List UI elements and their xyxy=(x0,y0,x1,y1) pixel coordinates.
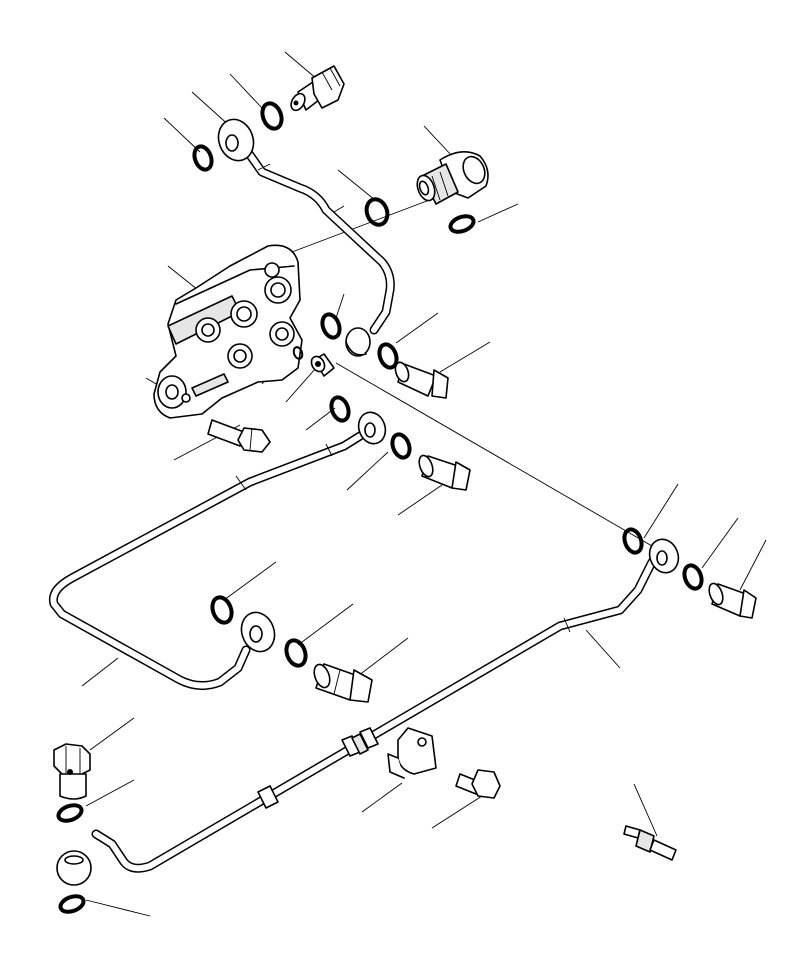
clamp-bolt xyxy=(455,769,501,799)
leader-line-8 xyxy=(167,265,199,291)
leader-line-22 xyxy=(223,561,277,601)
leader-line-27 xyxy=(89,717,135,751)
leader-line-6 xyxy=(337,169,376,201)
banjo-fitting-upper xyxy=(217,118,255,162)
middle-oil-tube xyxy=(48,431,365,690)
washer-7 xyxy=(329,395,351,423)
leader-line-1 xyxy=(284,51,319,81)
leader-line-23 xyxy=(297,603,354,646)
washer-5 xyxy=(320,312,342,340)
washer-6 xyxy=(377,342,399,370)
hollow-bolt-middle xyxy=(418,454,471,491)
washer-1 xyxy=(192,144,214,172)
center-line-1 xyxy=(291,195,441,253)
block-mounting-bolt xyxy=(207,419,271,453)
center-line-2 xyxy=(335,362,653,547)
connector-pin xyxy=(623,825,677,861)
assembly-center-lines xyxy=(291,195,653,547)
leader-line-19 xyxy=(643,483,679,539)
washer-13 xyxy=(56,803,84,823)
leader-line-10 xyxy=(395,312,439,344)
banjo-fitting-lower-middle xyxy=(240,611,276,653)
tube-coupling xyxy=(257,727,379,809)
washer-2 xyxy=(260,101,284,131)
hollow-bolt-middle-right xyxy=(394,361,449,399)
leader-line-7 xyxy=(477,203,519,223)
leader-line-4 xyxy=(163,117,201,153)
orifice-fitting xyxy=(310,353,335,377)
leader-line-32 xyxy=(85,899,151,917)
leader-line-30 xyxy=(431,795,483,829)
leader-line-20 xyxy=(701,517,739,569)
banjo-fitting-middle xyxy=(357,411,387,445)
long-oil-tube xyxy=(91,557,657,873)
elbow-fitting xyxy=(416,151,489,205)
washer-11 xyxy=(622,527,644,555)
sleeve-collar xyxy=(345,327,371,357)
washer-3 xyxy=(364,197,390,227)
leader-line-26 xyxy=(585,629,621,669)
hollow-bolt-top xyxy=(290,65,345,112)
washer-12 xyxy=(682,563,704,591)
clamp-bracket xyxy=(387,727,437,779)
leader-line-5 xyxy=(423,125,453,157)
leader-line-11 xyxy=(439,341,491,373)
leader-line-25 xyxy=(81,657,119,687)
leader-line-16 xyxy=(305,407,336,431)
o-ring-1 xyxy=(292,346,304,360)
washer-4 xyxy=(448,214,476,234)
leader-line-14 xyxy=(285,367,317,403)
leader-line-29 xyxy=(361,782,403,813)
leader-line-28 xyxy=(85,779,135,807)
hollow-bolt-bottom-left xyxy=(53,743,91,800)
banjo-fitting-bottom-left xyxy=(56,850,92,886)
leader-line-17 xyxy=(346,451,389,491)
banjo-fitting-right xyxy=(648,538,680,574)
leader-line-18 xyxy=(397,484,443,516)
leader-line-31 xyxy=(633,783,658,837)
valve-block xyxy=(153,244,303,419)
hollow-bolt-lower-middle xyxy=(313,663,373,703)
washer-10 xyxy=(284,638,308,668)
washer-8 xyxy=(390,432,412,460)
sealing-washers xyxy=(56,101,704,914)
washer-9 xyxy=(210,595,234,625)
washer-14 xyxy=(58,894,86,914)
hollow-bolt-right xyxy=(708,582,757,619)
leader-line-21 xyxy=(739,539,767,591)
leader-line-9 xyxy=(335,293,345,319)
leader-line-2 xyxy=(229,73,263,109)
upper-oil-tube xyxy=(240,143,395,335)
